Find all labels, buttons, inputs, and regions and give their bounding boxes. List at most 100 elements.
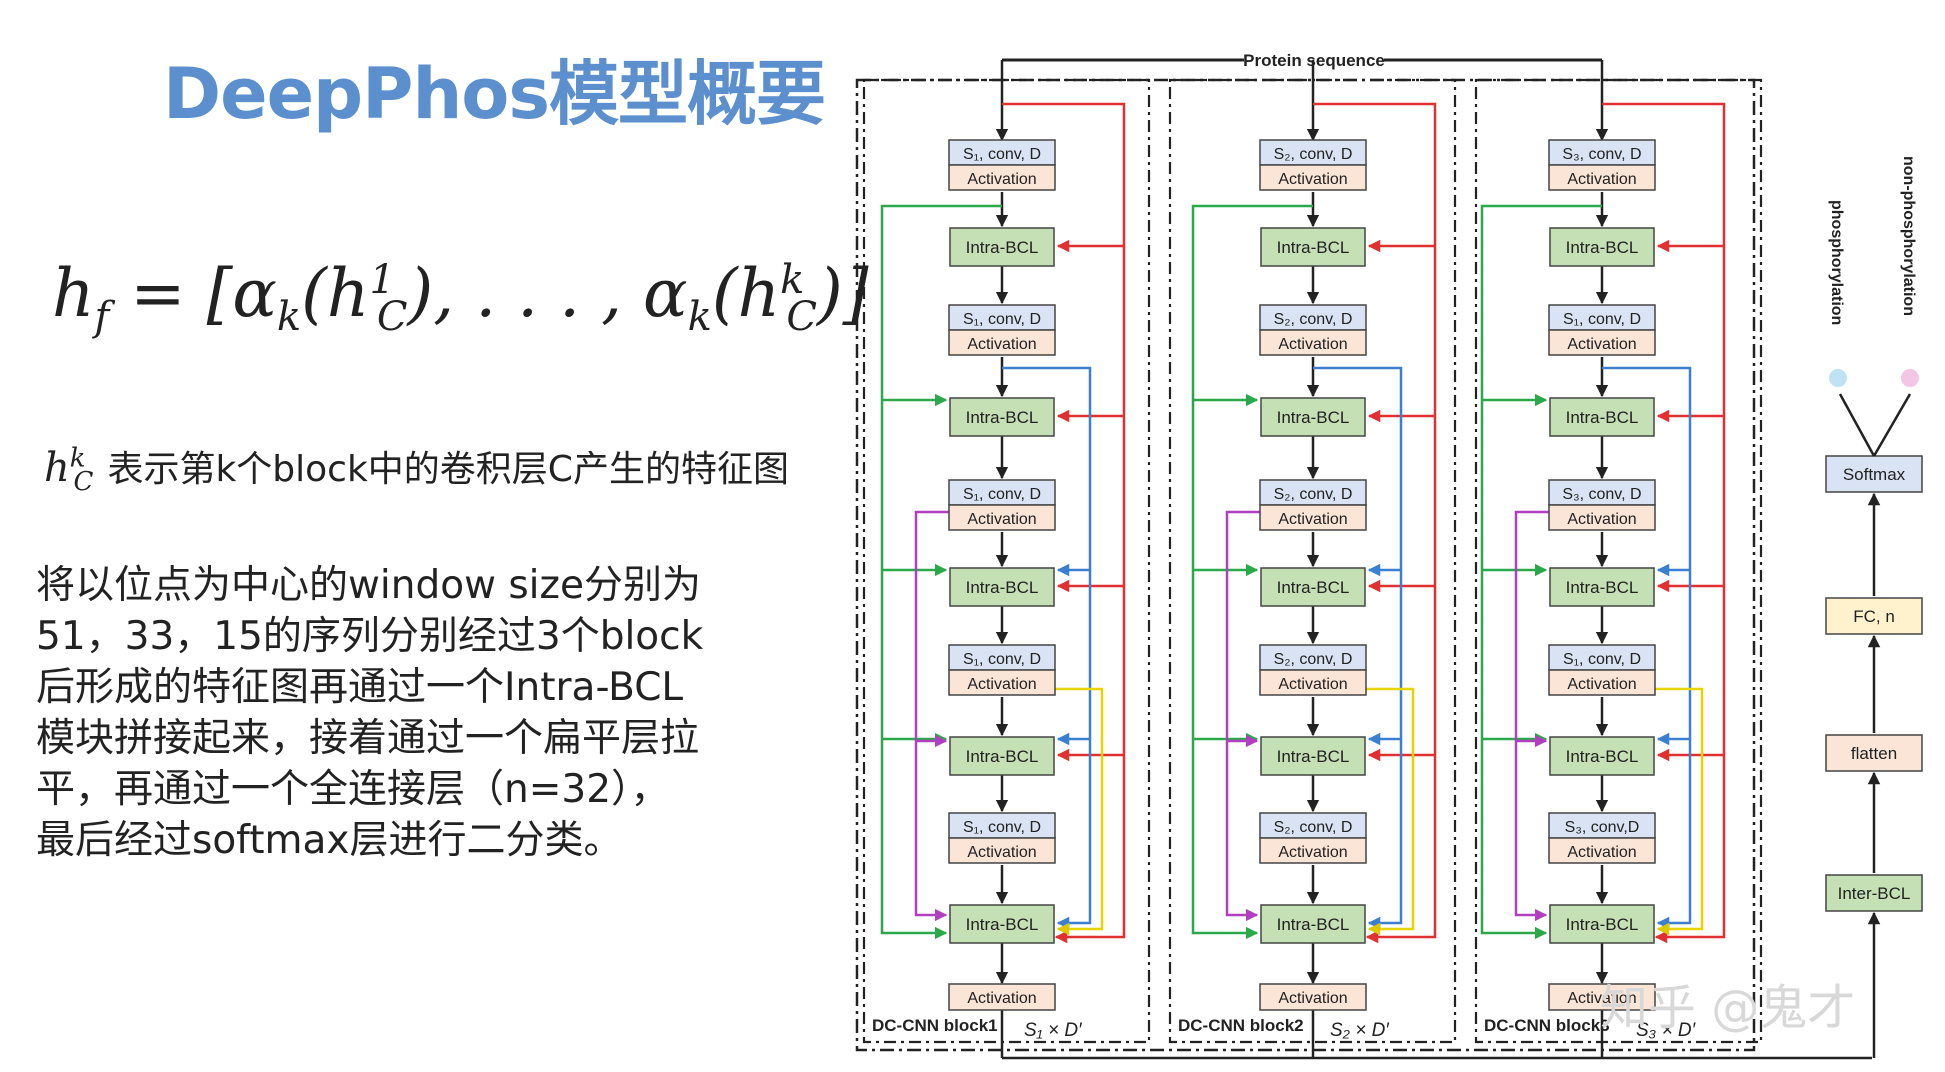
conv-box <box>948 139 1056 166</box>
activation-label: Activation <box>1567 844 1636 861</box>
activation-label: Activation <box>1278 171 1347 188</box>
intra-bcl-label: Intra-BCL <box>966 747 1039 766</box>
activation-box <box>948 164 1056 191</box>
intra-bcl-box <box>949 227 1055 267</box>
conv-box <box>1548 139 1656 166</box>
intra-bcl-label: Intra-BCL <box>1566 408 1639 427</box>
intra-bcl-box <box>1260 397 1366 437</box>
slide-title: DeepPhos模型概要 <box>163 53 826 135</box>
activation-box <box>1259 837 1367 864</box>
conv-box <box>1259 644 1367 671</box>
softmax-box <box>1825 455 1923 493</box>
activation-label: Activation <box>967 336 1036 353</box>
skip-connection-blue <box>1313 366 1403 930</box>
conv-label: S₃, conv,D <box>1565 819 1640 836</box>
final-activation-label: Activation <box>967 990 1036 1007</box>
intra-bcl-label: Intra-BCL <box>1277 408 1350 427</box>
description-line: 将以位点为中心的window size分别为 <box>36 563 701 608</box>
activation-box <box>1548 329 1656 356</box>
conv-label: S₂, conv, D <box>1274 486 1353 503</box>
intra-bcl-box <box>949 904 1055 944</box>
intra-bcl-label: Intra-BCL <box>1566 578 1639 597</box>
conv-label: S₃, conv, D <box>1562 486 1641 503</box>
skip-connection-yellow <box>1002 687 1104 936</box>
skip-connection-red <box>1313 102 1437 944</box>
block-frame <box>1474 78 1763 1044</box>
conv-box <box>1259 139 1367 166</box>
conv-label: S₁, conv, D <box>963 311 1041 328</box>
intra-bcl-label: Intra-BCL <box>1277 915 1350 934</box>
conv-box <box>1259 304 1367 331</box>
conv-box <box>1259 479 1367 506</box>
watermark: 知乎 @鬼才 <box>1600 980 1856 1036</box>
intra-bcl-label: Intra-BCL <box>1277 238 1350 257</box>
skip-connection-yellow <box>1602 687 1704 936</box>
activation-box <box>1259 164 1367 191</box>
activation-label: Activation <box>1567 336 1636 353</box>
conv-box <box>948 304 1056 331</box>
block-name: DC-CNN block3 <box>1484 1016 1610 1035</box>
non-phosphorylation-label: non-phosphorylation <box>1900 156 1917 316</box>
intra-bcl-label: Intra-BCL <box>966 915 1039 934</box>
block-shape: S₂ × D′ <box>1330 1020 1390 1041</box>
activation-label: Activation <box>1278 844 1347 861</box>
flatten-label: flatten <box>1851 744 1897 763</box>
description-line: 后形成的特征图再通过一个Intra-BCL <box>36 665 684 710</box>
conv-label: S₂, conv, D <box>1274 146 1353 163</box>
activation-label: Activation <box>1278 336 1347 353</box>
activation-box <box>1259 504 1367 531</box>
phosphorylation-node <box>1829 369 1847 387</box>
conv-label: S₁, conv, D <box>1563 311 1641 328</box>
intra-bcl-label: Intra-BCL <box>1566 747 1639 766</box>
final-activation-box <box>948 983 1056 1011</box>
intra-bcl-label: Intra-BCL <box>966 578 1039 597</box>
activation-box <box>1259 669 1367 696</box>
intra-bcl-box <box>1260 736 1366 776</box>
feature-formula: hf = [αk(h1C), . . . , αk(hkC)] <box>52 255 869 341</box>
output-line <box>1872 393 1912 457</box>
activation-box <box>948 837 1056 864</box>
intra-bcl-label: Intra-BCL <box>966 408 1039 427</box>
activation-box <box>1548 504 1656 531</box>
description: 将以位点为中心的window size分别为 51，33，15的序列分别经过3个… <box>36 560 756 866</box>
intra-bcl-box <box>949 736 1055 776</box>
non-phosphorylation-node <box>1901 369 1919 387</box>
activation-label: Activation <box>1567 511 1636 528</box>
conv-label: S₂, conv, D <box>1274 311 1353 328</box>
skip-connection-blue <box>1002 366 1092 930</box>
intra-bcl-label: Intra-BCL <box>966 238 1039 257</box>
flatten-box <box>1825 734 1923 772</box>
output-line <box>1838 393 1876 457</box>
conv-box <box>1548 479 1656 506</box>
activation-label: Activation <box>967 511 1036 528</box>
h-symbol: hkC <box>44 443 94 497</box>
final-activation-box <box>1548 983 1656 1011</box>
final-activation-label: Activation <box>1278 990 1347 1007</box>
activation-label: Activation <box>967 676 1036 693</box>
fc-box <box>1825 597 1923 635</box>
activation-box <box>1259 329 1367 356</box>
conv-label: S₂, conv, D <box>1274 819 1353 836</box>
intra-bcl-label: Intra-BCL <box>1566 238 1639 257</box>
fc-label: FC, n <box>1853 607 1895 626</box>
intra-bcl-box <box>1549 567 1655 607</box>
conv-box <box>1548 644 1656 671</box>
final-activation-box <box>1259 983 1367 1011</box>
description-line: 最后经过softmax层进行二分类。 <box>36 818 623 863</box>
intra-bcl-box <box>949 567 1055 607</box>
intra-bcl-box <box>949 397 1055 437</box>
activation-label: Activation <box>1278 511 1347 528</box>
conv-label: S₁, conv, D <box>963 486 1041 503</box>
activation-label: Activation <box>967 844 1036 861</box>
description-line: 平，再通过一个全连接层（n=32）， <box>36 767 670 812</box>
activation-box <box>948 329 1056 356</box>
intra-bcl-box <box>1549 904 1655 944</box>
conv-label: S₁, conv, D <box>1563 651 1641 668</box>
skip-connection-blue <box>1602 366 1692 930</box>
activation-label: Activation <box>967 171 1036 188</box>
intra-bcl-label: Intra-BCL <box>1566 915 1639 934</box>
